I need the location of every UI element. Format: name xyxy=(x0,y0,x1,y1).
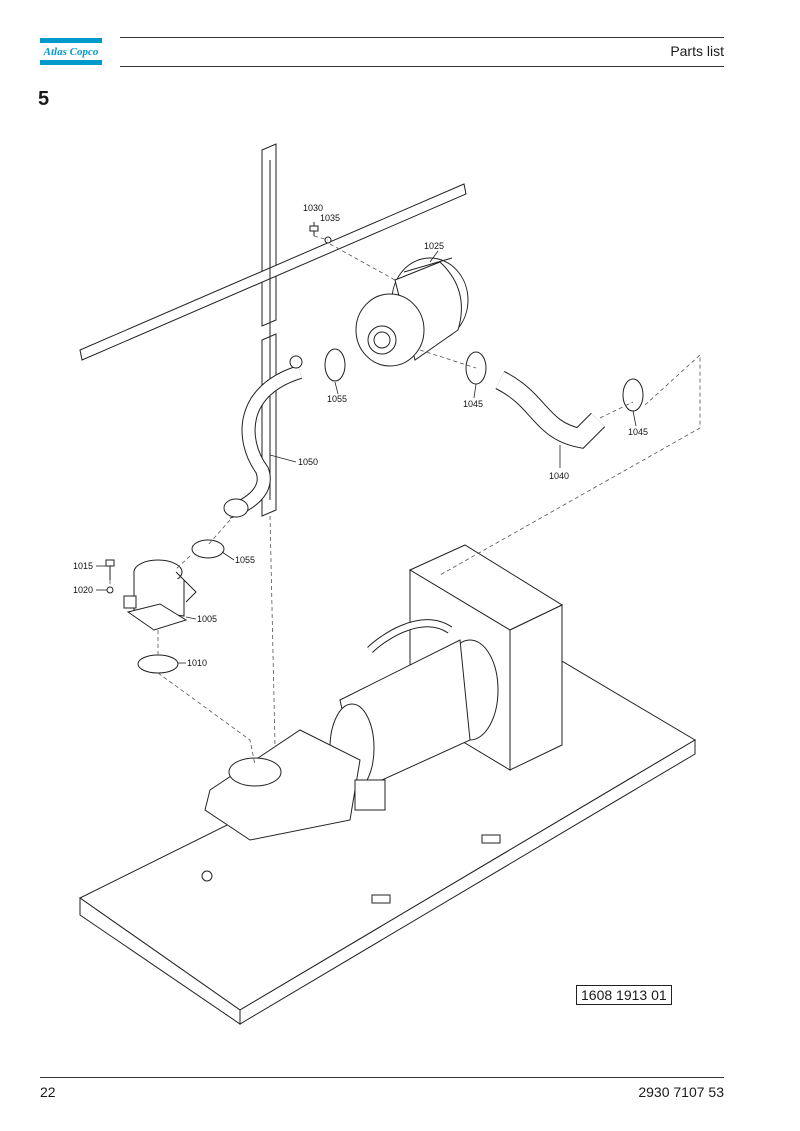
section-number: 5 xyxy=(38,88,50,110)
header-rule-bottom xyxy=(120,66,724,67)
header-rule-top xyxy=(120,37,724,38)
page-title: Parts list xyxy=(670,43,724,59)
page-number: 22 xyxy=(40,1084,56,1100)
bolt-1015 xyxy=(105,559,115,580)
callout-1015: 1015 xyxy=(73,561,93,571)
atlas-copco-logo: Atlas Copco xyxy=(40,38,102,65)
hose-upper-left xyxy=(223,355,303,519)
callout-1020: 1020 xyxy=(73,585,93,595)
air-filter xyxy=(355,257,469,367)
washer-1020 xyxy=(106,586,114,594)
callout-1045-left: 1045 xyxy=(463,399,483,409)
o-ring-1010 xyxy=(137,654,179,674)
callout-1005: 1005 xyxy=(197,614,217,624)
document-number: 2930 7107 53 xyxy=(638,1084,724,1100)
callout-leaders xyxy=(96,250,637,664)
callout-1045-right: 1045 xyxy=(628,427,648,437)
bolt-1030 xyxy=(309,222,319,236)
clamp-1045-right xyxy=(622,378,644,412)
hose-upper-right xyxy=(495,371,606,449)
dashed-routing-lines xyxy=(109,235,701,766)
drawing-number: 1608 1913 01 xyxy=(576,985,672,1005)
callout-1055-lower: 1055 xyxy=(235,555,255,565)
inlet-valve xyxy=(123,559,197,631)
footer-rule xyxy=(40,1077,724,1078)
callout-1030: 1030 xyxy=(303,203,323,213)
callout-1055-upper: 1055 xyxy=(327,394,347,404)
callout-1040: 1040 xyxy=(549,471,569,481)
callout-1050: 1050 xyxy=(298,457,318,467)
callout-1025: 1025 xyxy=(424,241,444,251)
logo-text: Atlas Copco xyxy=(43,46,99,58)
clamp-1055-upper xyxy=(324,348,346,382)
clamp-1055-lower xyxy=(191,539,225,559)
compressor-element xyxy=(204,729,386,841)
callout-1035: 1035 xyxy=(320,213,340,223)
frame-bracket xyxy=(79,143,467,517)
electric-motor xyxy=(329,619,499,793)
callout-1010: 1010 xyxy=(187,658,207,668)
